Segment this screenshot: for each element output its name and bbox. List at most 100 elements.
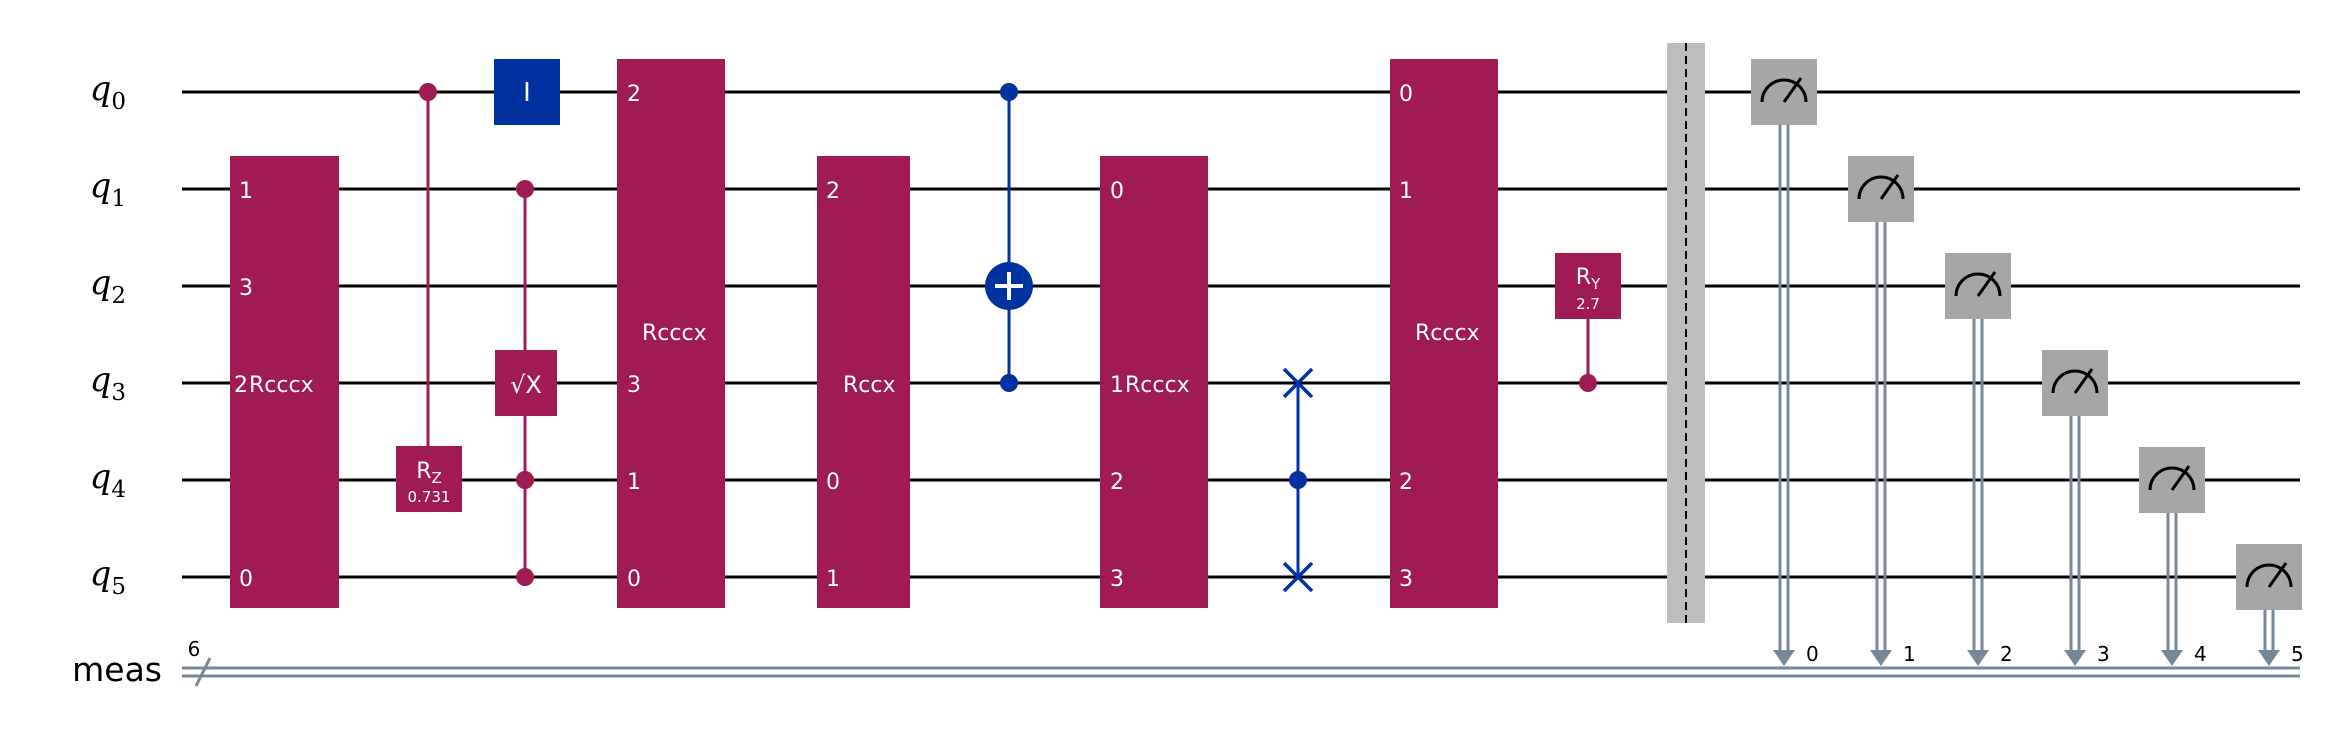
rcccx-gate-2: 2 Rcccx 3 1 0 bbox=[617, 59, 725, 608]
measure-bit-label: 4 bbox=[2194, 642, 2207, 666]
rcccx-gate-2-label: Rcccx bbox=[642, 321, 707, 346]
measure-box bbox=[1848, 156, 1914, 222]
rccx-gate: 2 Rccx 0 1 bbox=[817, 156, 910, 608]
measure-arrow bbox=[1870, 650, 1892, 666]
swap-cross-q3 bbox=[1282, 367, 1314, 399]
rcccx-gate-4-label: Rcccx bbox=[1415, 321, 1480, 346]
creg-slash bbox=[194, 657, 212, 687]
swap-cross-q5 bbox=[1282, 561, 1314, 593]
measure-gate-q4: 4 bbox=[2139, 447, 2207, 666]
cx-gate bbox=[985, 83, 1033, 392]
meter-icon bbox=[1760, 78, 1808, 103]
meter-needle bbox=[1879, 174, 1900, 200]
controlled-rz-gate: RZ 0.731 bbox=[396, 83, 462, 512]
rz-box bbox=[396, 446, 462, 512]
rcccx-gate-3-pin-q1: 0 bbox=[1110, 179, 1124, 204]
rcccx-gate-3: 0 1 Rcccx 2 3 bbox=[1100, 156, 1208, 608]
rcccx-gate-3-pin-q5: 3 bbox=[1110, 567, 1124, 592]
qubit-label-q4: q4 bbox=[90, 457, 126, 503]
rcccx-gate-4-pin-q5: 3 bbox=[1399, 567, 1413, 592]
sx-box bbox=[495, 350, 557, 416]
ry-label: RY bbox=[1576, 265, 1601, 293]
meter-icon bbox=[1857, 175, 1905, 200]
sx-control-dot-q1 bbox=[516, 180, 534, 198]
qubit-label-q2: q2 bbox=[90, 263, 126, 309]
rcccx-gate-2-pin-q4: 1 bbox=[627, 470, 641, 495]
measure-bit-label: 2 bbox=[2000, 642, 2013, 666]
sx-control-dot-q4 bbox=[516, 471, 534, 489]
measure-box bbox=[1945, 253, 2011, 319]
rcccx-gate-2-pin-q5: 0 bbox=[627, 567, 641, 592]
rcccx-gate-2-pin-q3: 3 bbox=[627, 373, 641, 398]
meter-icon bbox=[2245, 563, 2293, 588]
rccx-gate-pin-q1: 2 bbox=[826, 179, 840, 204]
meter-needle bbox=[1782, 77, 1803, 103]
cswap-control-dot bbox=[1289, 471, 1307, 489]
controlled-sx-gate: √X bbox=[495, 180, 557, 586]
ry-param: 2.7 bbox=[1576, 295, 1600, 313]
rcccx-gate-4-pin-q0: 0 bbox=[1399, 82, 1413, 107]
meter-needle bbox=[2170, 465, 2191, 491]
rz-param: 0.731 bbox=[408, 488, 451, 506]
measure-bit-label: 1 bbox=[1903, 642, 1916, 666]
measure-gate-q2: 2 bbox=[1945, 253, 2013, 666]
measurements: 0 1 2 3 4 5 bbox=[1751, 59, 2304, 666]
ry-control-dot bbox=[1579, 374, 1597, 392]
identity-label: I bbox=[523, 78, 531, 108]
rcccx-gate-1-label: Rcccx bbox=[249, 373, 314, 398]
meter-icon bbox=[2051, 369, 2099, 394]
rccx-gate-label: Rccx bbox=[843, 373, 896, 398]
identity-gate: I bbox=[494, 59, 560, 125]
rcccx-gate-3-label: Rcccx bbox=[1125, 373, 1190, 398]
qubit-label-q5: q5 bbox=[90, 554, 126, 600]
rz-control-dot bbox=[419, 83, 437, 101]
measure-gate-q3: 3 bbox=[2042, 350, 2110, 666]
measure-gate-q1: 1 bbox=[1848, 156, 1916, 666]
meter-needle bbox=[2073, 368, 2094, 394]
barrier bbox=[1667, 43, 1705, 623]
meter-icon bbox=[1954, 272, 2002, 297]
rcccx-gate-1-pin-q3: 2 bbox=[234, 373, 248, 398]
cx-control-dot-q0 bbox=[1000, 83, 1018, 101]
classical-register: 6 bbox=[182, 637, 2300, 687]
rcccx-gate-1: 1 3 2 Rcccx 0 bbox=[230, 156, 339, 608]
rcccx-gate-4-pin-q1: 1 bbox=[1399, 179, 1413, 204]
ry-box bbox=[1555, 253, 1621, 319]
rcccx-gate-4-pin-q4: 2 bbox=[1399, 470, 1413, 495]
rccx-gate-pin-q5: 1 bbox=[826, 567, 840, 592]
rcccx-gate-4: 0 1 Rcccx 2 3 bbox=[1390, 59, 1498, 608]
measure-bit-label: 3 bbox=[2097, 642, 2110, 666]
measure-arrow bbox=[2064, 650, 2086, 666]
qubit-label-q1: q1 bbox=[90, 166, 126, 212]
measure-gate-q5: 5 bbox=[2236, 544, 2304, 666]
controlled-ry-gate: RY 2.7 bbox=[1555, 253, 1621, 392]
meter-icon bbox=[2148, 466, 2196, 491]
measure-box bbox=[2236, 544, 2302, 610]
measure-box bbox=[2139, 447, 2205, 513]
cswap-gate bbox=[1282, 367, 1314, 593]
creg-label: meas bbox=[72, 650, 162, 689]
rcccx-gate-3-pin-q4: 2 bbox=[1110, 470, 1124, 495]
creg-width: 6 bbox=[188, 637, 201, 661]
measure-bit-label: 5 bbox=[2291, 642, 2304, 666]
measure-arrow bbox=[2161, 650, 2183, 666]
rcccx-gate-1-pin-q1: 1 bbox=[239, 179, 253, 204]
sx-label: √X bbox=[510, 371, 542, 399]
rz-label: RZ bbox=[416, 459, 442, 487]
measure-box bbox=[1751, 59, 1817, 125]
rcccx-gate-2-pin-q0: 2 bbox=[627, 82, 641, 107]
qubit-label-q0: q0 bbox=[90, 69, 126, 115]
qubit-label-q3: q3 bbox=[90, 360, 126, 406]
rcccx-gate-1-pin-q5: 0 bbox=[239, 567, 253, 592]
rcccx-gate-3-pin-q3: 1 bbox=[1110, 373, 1124, 398]
cx-control-dot-q3 bbox=[1000, 374, 1018, 392]
measure-gate-q0: 0 bbox=[1751, 59, 1819, 666]
measure-box bbox=[2042, 350, 2108, 416]
rccx-gate-pin-q4: 0 bbox=[826, 470, 840, 495]
meter-needle bbox=[1976, 271, 1997, 297]
measure-arrow bbox=[1967, 650, 1989, 666]
measure-arrow bbox=[1773, 650, 1795, 666]
measure-arrow bbox=[2258, 650, 2280, 666]
meter-needle bbox=[2267, 562, 2288, 588]
